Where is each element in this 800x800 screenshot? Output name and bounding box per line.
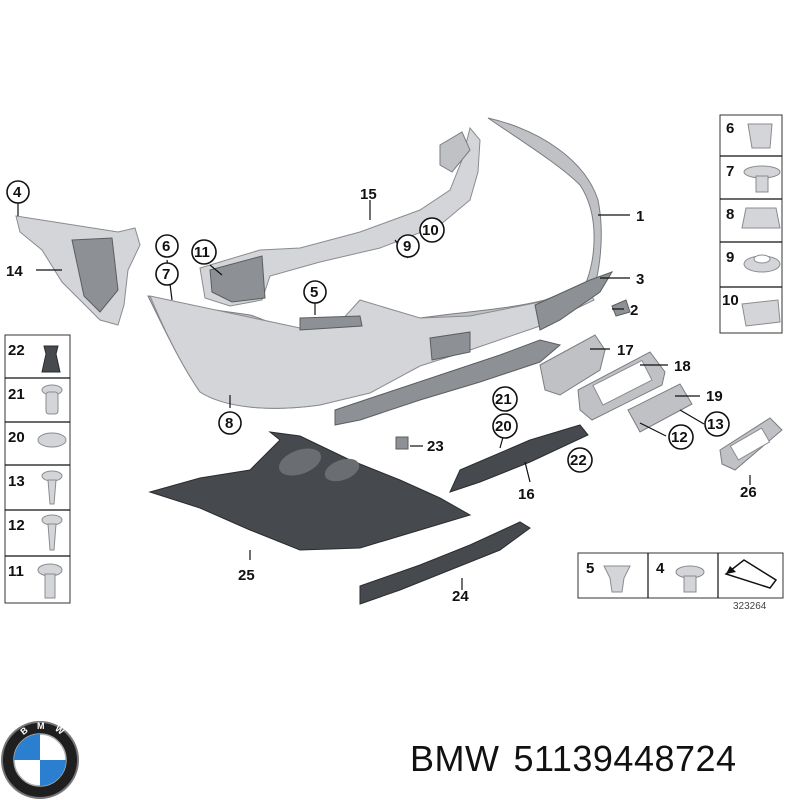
panel-label-10: 10 xyxy=(722,292,739,309)
underbody-shield xyxy=(148,431,472,551)
callout-5: 5 xyxy=(310,284,318,301)
callout-23: 23 xyxy=(427,438,444,455)
callout-24: 24 xyxy=(452,588,469,605)
callout-3: 3 xyxy=(636,271,644,288)
callout-11: 11 xyxy=(194,244,210,261)
callout-17: 17 xyxy=(617,342,634,359)
panel-label-7: 7 xyxy=(726,163,734,180)
plate-bracket-17 xyxy=(539,334,606,396)
callout-25: 25 xyxy=(238,567,255,584)
callout-22: 22 xyxy=(570,452,587,469)
callout-21: 21 xyxy=(495,391,512,408)
callout-18: 18 xyxy=(674,358,691,375)
callout-20: 20 xyxy=(495,418,512,435)
brand-name: BMW xyxy=(410,738,500,779)
callout-12: 12 xyxy=(671,429,688,446)
part-number: 51139448724 xyxy=(513,738,737,779)
nut-8-icon xyxy=(741,207,781,229)
callout-14: 14 xyxy=(6,263,23,280)
underbody-panel-24 xyxy=(359,521,531,605)
callout-1: 1 xyxy=(636,208,644,225)
rear-bumper-cover xyxy=(147,117,602,409)
clip-10-icon xyxy=(741,299,781,327)
panel-label-4: 4 xyxy=(656,560,665,577)
underbody-panel-16 xyxy=(449,424,589,493)
direction-arrow-icon xyxy=(724,559,778,589)
hex-nut-20-icon xyxy=(37,432,67,448)
panel-label-6: 6 xyxy=(726,120,734,137)
callout-15: 15 xyxy=(360,186,377,203)
callout-19: 19 xyxy=(706,388,723,405)
callout-6: 6 xyxy=(162,238,170,255)
callout-8: 8 xyxy=(225,415,233,432)
push-clip-22-icon xyxy=(41,345,61,373)
callout-4: 4 xyxy=(13,184,22,201)
diffuser-strip xyxy=(334,339,562,426)
left-fastener-panel: 22 21 20 13 12 11 xyxy=(4,334,71,604)
panel-label-20: 20 xyxy=(8,429,25,446)
panel-label-21: 21 xyxy=(8,386,25,403)
part-caption: BMW 51139448724 xyxy=(410,738,795,788)
reflector xyxy=(611,299,631,317)
panel-label-11: 11 xyxy=(8,563,24,580)
right-fastener-panel: 6 7 8 9 10 xyxy=(719,114,783,334)
callout-10: 10 xyxy=(422,222,439,239)
callout-7: 7 xyxy=(162,266,170,283)
clip-5-icon xyxy=(603,565,631,593)
panel-label-12: 12 xyxy=(8,517,25,534)
panel-label-22: 22 xyxy=(8,342,25,359)
callouts: 1 2 3 4 5 6 7 8 9 10 11 12 13 14 15 16 1… xyxy=(6,180,757,605)
lower-trim-left xyxy=(534,271,614,331)
svg-text:B: B xyxy=(18,725,30,737)
svg-text:M: M xyxy=(37,721,45,731)
panel-label-5: 5 xyxy=(586,560,594,577)
bumper-carrier-bracket xyxy=(199,126,481,307)
callout-2: 2 xyxy=(630,302,638,319)
bottom-fastener-panel: 5 4 323264 xyxy=(577,552,784,612)
callout-26: 26 xyxy=(740,484,757,501)
panel-label-8: 8 xyxy=(726,206,734,223)
callout-16: 16 xyxy=(518,486,535,503)
clip-6-icon xyxy=(747,123,773,149)
panel-label-9: 9 xyxy=(726,249,734,266)
side-bracket xyxy=(15,215,141,326)
diagram-id: 323264 xyxy=(733,601,767,612)
callout-13: 13 xyxy=(707,416,724,433)
callout-9: 9 xyxy=(403,238,411,255)
clip-23 xyxy=(395,436,409,450)
panel-label-13: 13 xyxy=(8,473,25,490)
bmw-logo: B M W xyxy=(1,721,79,799)
